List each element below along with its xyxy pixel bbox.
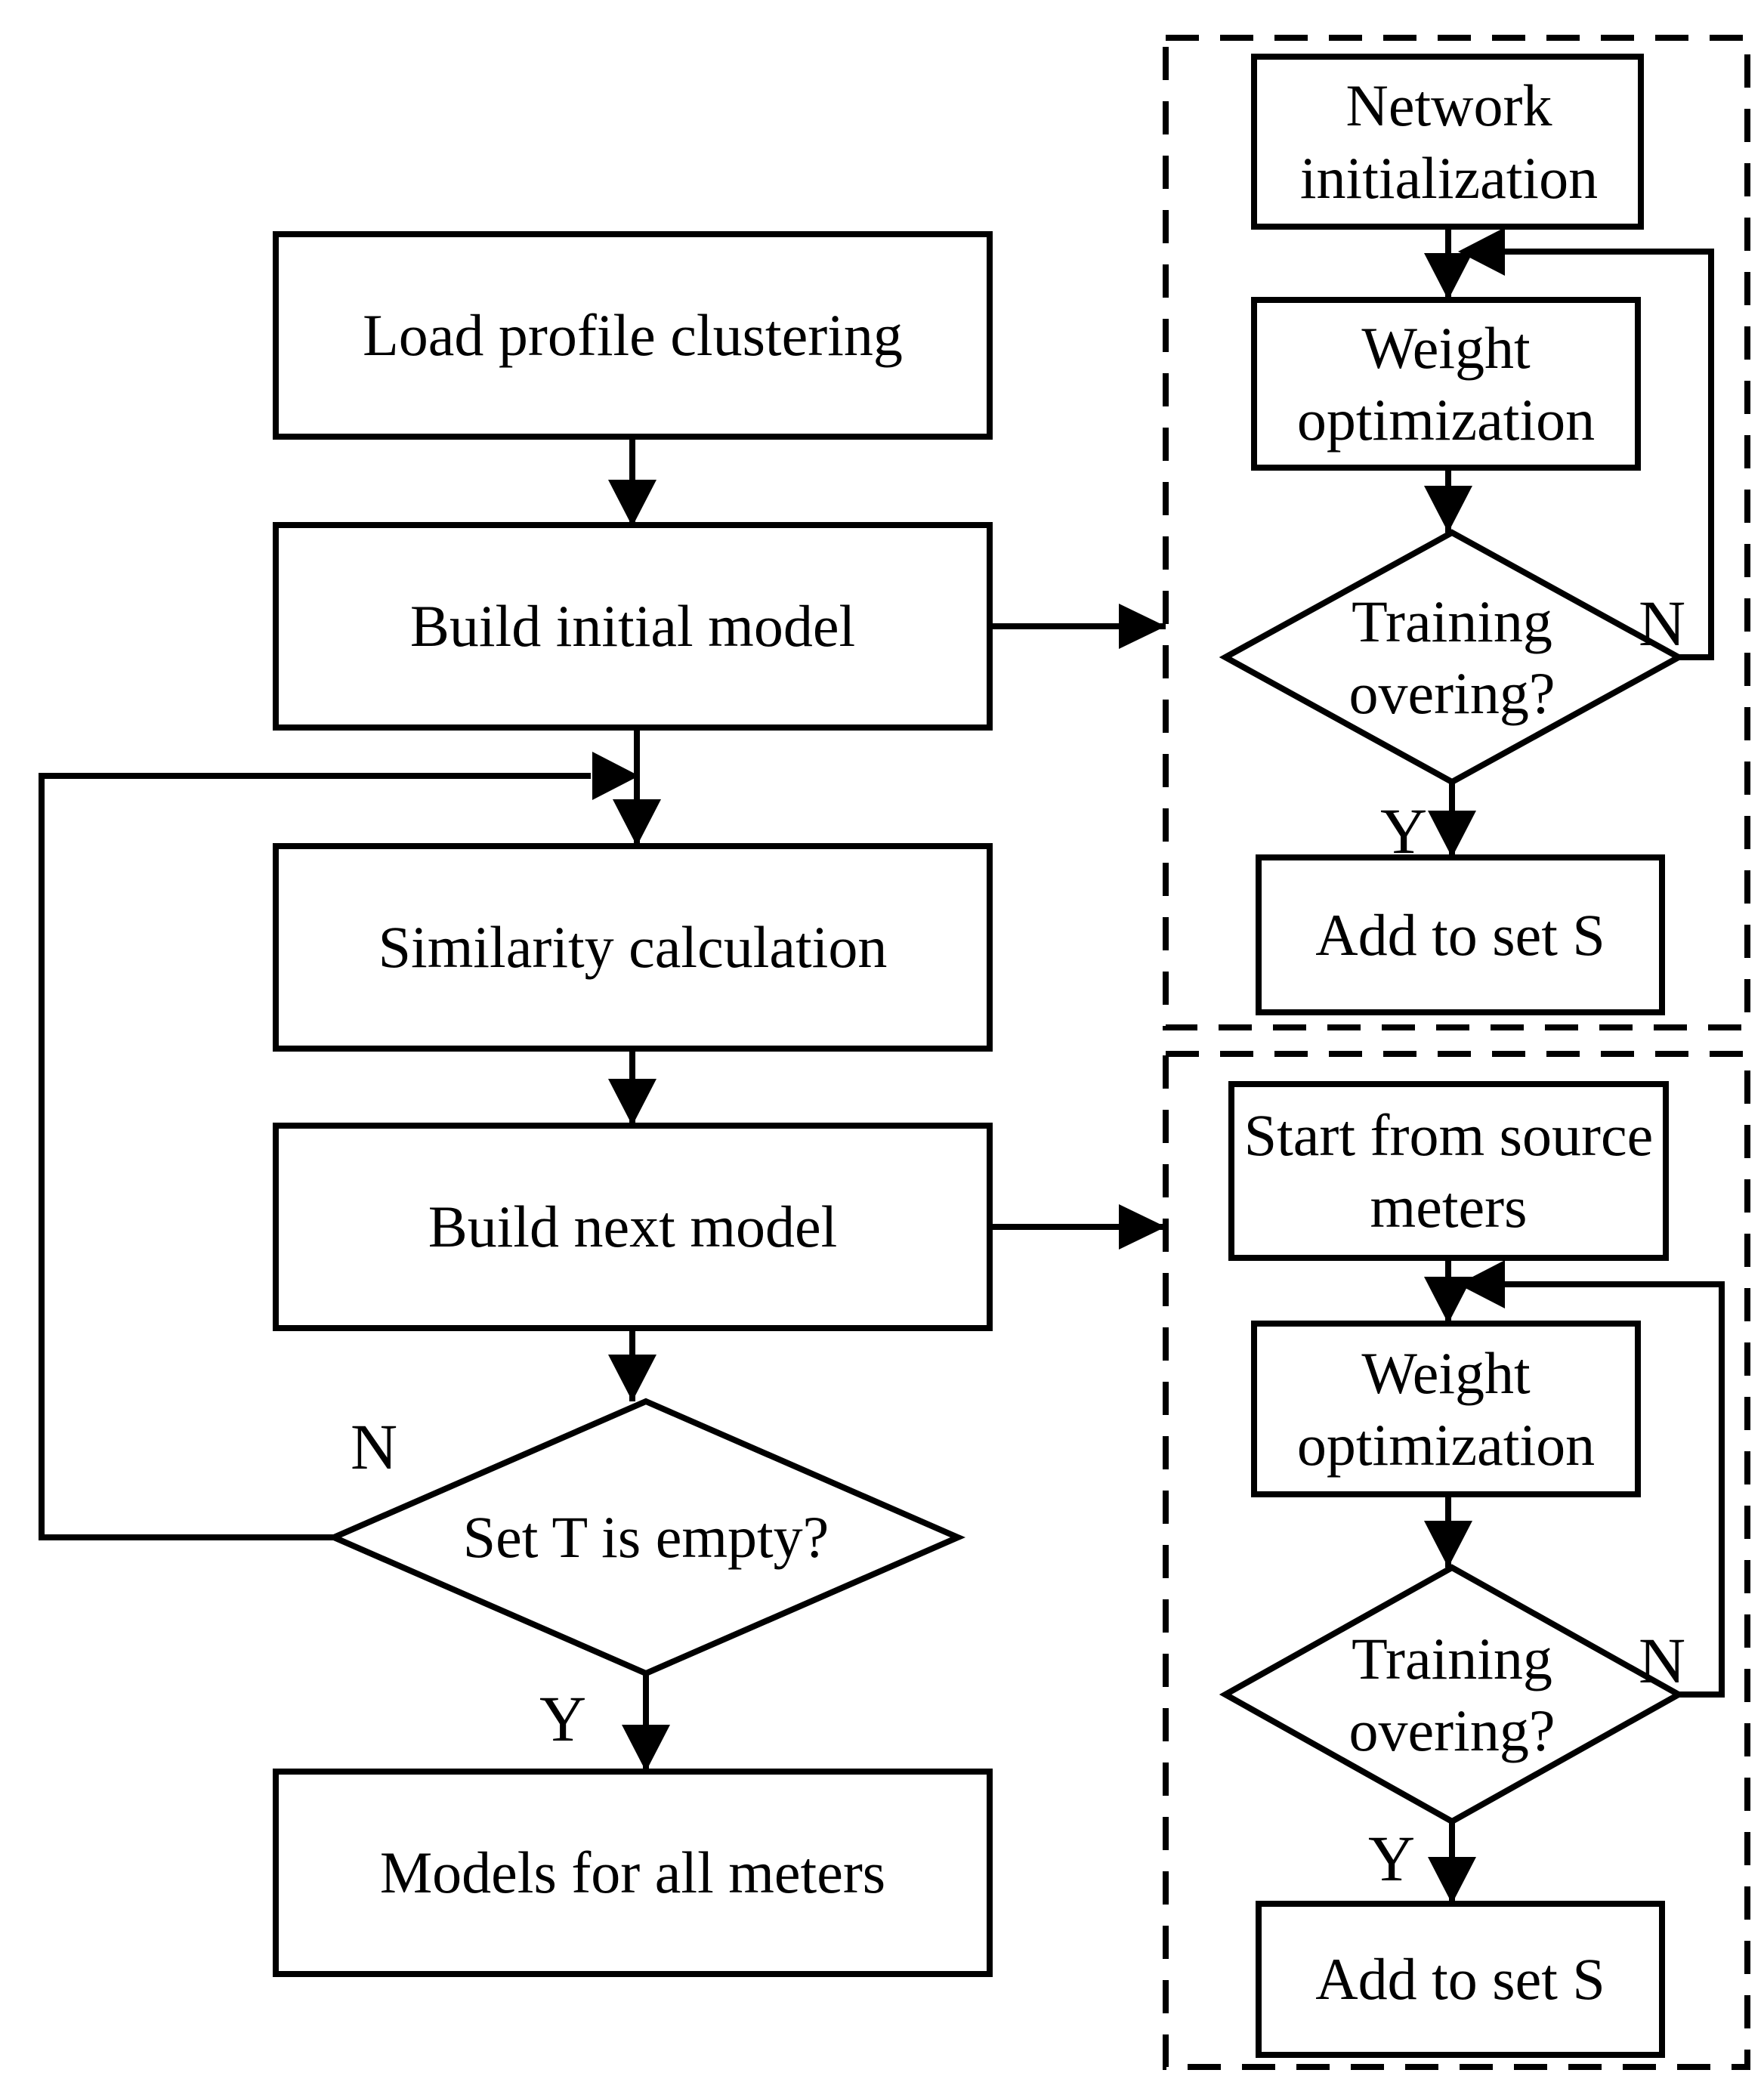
box-start-source xyxy=(1228,1081,1669,1261)
box-weight-opt-bottom xyxy=(1251,1321,1641,1497)
arrowhead-into-decision xyxy=(608,1355,656,1401)
arrowhead-into-weightopt-bottom xyxy=(1424,1277,1472,1324)
diamond-training-over-bottom xyxy=(1219,1564,1685,1825)
initial-training-panel-border xyxy=(1163,35,1750,1030)
box-load-profile xyxy=(273,231,993,440)
arrowhead-into-training-top xyxy=(1424,486,1472,533)
box-similarity xyxy=(273,843,993,1052)
arrowhead-into-models xyxy=(622,1725,670,1772)
arrowhead-into-panel-top xyxy=(1119,604,1166,649)
box-add-set-top xyxy=(1256,854,1665,1015)
arrowhead-into-similarity xyxy=(613,799,661,846)
arrowhead-loop-merge-top xyxy=(1458,227,1505,276)
arrowhead-loop-merge-bottom xyxy=(1458,1260,1505,1308)
arrowhead-into-build-next xyxy=(608,1079,656,1126)
arrowhead-into-training-bottom xyxy=(1424,1521,1472,1568)
diamond-training-over-top xyxy=(1219,529,1685,786)
arrowhead-loop-merge xyxy=(592,752,639,800)
box-network-init xyxy=(1251,54,1644,230)
arrowhead-into-panel-bottom xyxy=(1119,1204,1166,1250)
arrowhead-into-addset-top xyxy=(1428,811,1476,857)
arrowhead-load-to-build xyxy=(608,480,656,527)
arrowhead-into-weightopt-top xyxy=(1424,253,1472,300)
arrowhead-into-addset-bottom xyxy=(1428,1857,1476,1904)
box-build-next xyxy=(273,1123,993,1331)
box-build-initial xyxy=(273,522,993,731)
box-weight-opt-top xyxy=(1251,297,1641,471)
box-models-all xyxy=(273,1769,993,1977)
loop-decision-no-line xyxy=(39,773,591,1540)
diamond-set-t-empty xyxy=(326,1398,966,1677)
loop-training-no-line-top xyxy=(1505,249,1714,660)
next-training-panel-border xyxy=(1163,1051,1750,2070)
box-add-set-bottom xyxy=(1256,1901,1665,2058)
loop-training-no-line-bottom xyxy=(1505,1281,1725,1698)
